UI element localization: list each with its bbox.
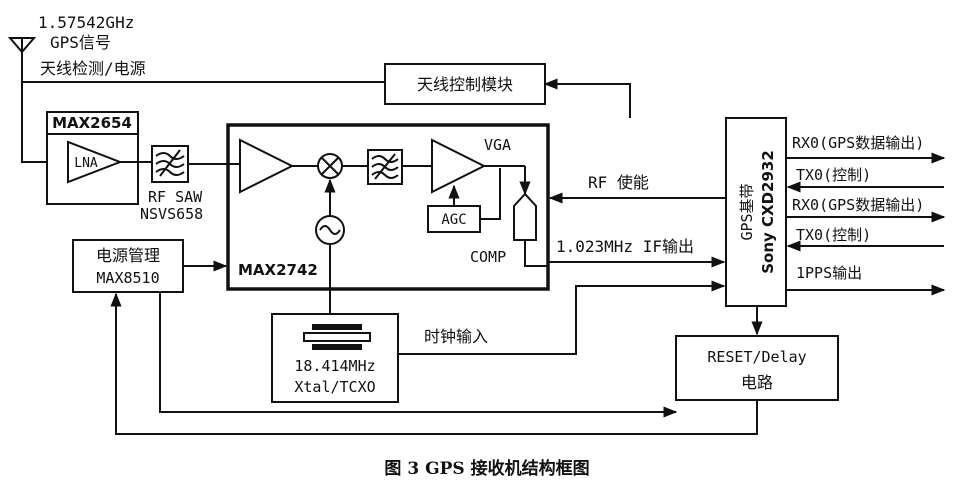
rf-saw-filter <box>151 145 189 183</box>
signal-label: GPS信号 <box>50 33 111 52</box>
power-management-label: 电源管理 <box>96 246 160 265</box>
lna-label: LNA <box>74 156 98 171</box>
power-to-reset-line <box>159 292 678 418</box>
tx0-a-label: TX0(控制) <box>796 166 871 184</box>
pps-label: 1PPS输出 <box>796 264 862 282</box>
agc-label: AGC <box>441 212 466 228</box>
antenna-icon <box>7 37 37 82</box>
rf-amplifier <box>239 138 295 194</box>
comp-label: COMP <box>470 248 506 266</box>
max8510-label: MAX8510 <box>96 269 159 287</box>
crystal-icon <box>312 324 362 330</box>
signal-frequency: 1.57542GHz <box>38 13 134 32</box>
gps-baseband-label: GPS基带 <box>738 183 756 240</box>
crystal-freq-label: 18.414MHz <box>294 357 375 375</box>
rf-saw-label: RF SAW <box>148 188 203 206</box>
rf-enable-label: RF 使能 <box>588 173 649 192</box>
if-output-label: 1.023MHz IF输出 <box>556 237 694 256</box>
mixer-icon <box>317 153 343 179</box>
vga-label: VGA <box>484 136 511 154</box>
clock-input-label: 时钟输入 <box>424 327 488 346</box>
vga-amplifier <box>431 138 487 194</box>
antenna-line-label: 天线检测/电源 <box>40 59 146 78</box>
figure-caption: 图 3 GPS 接收机结构框图 <box>384 458 589 479</box>
reset-line2-label: 电路 <box>741 373 773 392</box>
reset-delay-block <box>675 335 839 401</box>
antenna-control-block <box>384 63 546 105</box>
antenna-control-label: 天线控制模块 <box>417 75 513 94</box>
rx0-b-label: RX0(GPS数据输出) <box>792 196 924 214</box>
tx0-b-label: TX0(控制) <box>796 226 871 244</box>
baseband-to-antenna-ctrl <box>543 78 631 118</box>
clock-input-line <box>398 280 726 355</box>
max2654-label: MAX2654 <box>52 114 132 132</box>
max2742-label: MAX2742 <box>238 261 318 279</box>
sony-label: Sony CXD2932 <box>759 150 777 274</box>
gps-baseband-block <box>725 117 787 307</box>
rx0-a-label: RX0(GPS数据输出) <box>792 134 924 152</box>
nsvs-label: NSVS658 <box>140 205 203 223</box>
oscillator-icon <box>315 215 345 245</box>
reset-feedback-line <box>110 292 758 435</box>
crystal-type-label: Xtal/TCXO <box>294 378 375 396</box>
max2742-block <box>226 123 550 291</box>
comparator <box>513 192 537 241</box>
if-filter <box>367 149 403 185</box>
lna-amplifier <box>67 140 123 184</box>
reset-line1-label: RESET/Delay <box>707 348 806 366</box>
